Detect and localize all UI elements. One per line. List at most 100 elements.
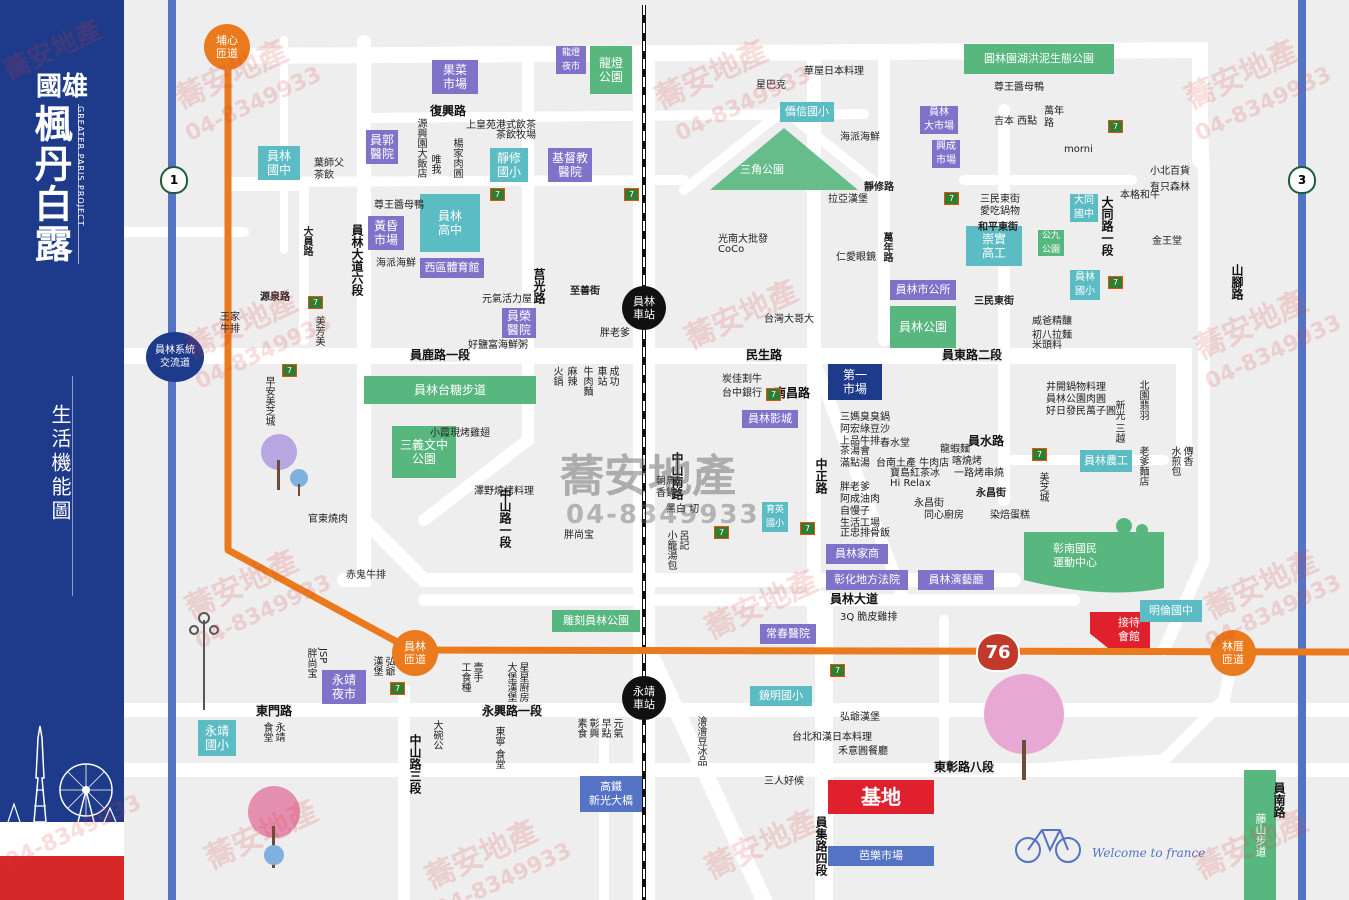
poi-label: 北園翡羽 <box>1137 380 1148 420</box>
poi-label: 仁愛眼鏡 <box>836 252 876 263</box>
poi-label: 台北和漢日本料理 <box>792 732 872 743</box>
poi-label: 愛吃鍋物 <box>980 206 1020 217</box>
poi-label: 源興園大飯店 <box>415 118 426 178</box>
eiffel-tower-icon <box>7 725 117 823</box>
yongjing-elementary[interactable]: 永靖 國小 <box>198 720 236 756</box>
poi-label: 永靖 食堂 <box>261 722 284 742</box>
yuying-elementary[interactable]: 育英 國小 <box>762 502 788 532</box>
changchun-hospital[interactable]: 常春醫院 <box>760 624 816 644</box>
xingcheng-market[interactable]: 興成 市場 <box>932 140 960 168</box>
linchuo-interchange[interactable]: 林厝 匝道 <box>1210 630 1256 676</box>
first-market[interactable]: 第一 市場 <box>828 364 882 400</box>
seven-eleven-icon: 7 <box>766 388 781 401</box>
changhua-court[interactable]: 彰化地方法院 <box>826 570 908 590</box>
datong-junior[interactable]: 大同 國中 <box>1070 194 1098 222</box>
yuanlin-park[interactable]: 員林公園 <box>890 306 956 348</box>
yuanlin-agri-high[interactable]: 員林農工 <box>1080 450 1132 472</box>
poi-label: 楊家肉圓 <box>451 138 462 178</box>
poi-label: 萬年 路 <box>1044 106 1064 129</box>
poi-label: morni <box>1064 144 1093 155</box>
park-9[interactable]: 公九 公園 <box>1038 230 1064 256</box>
road-datong-1: 大同路一段 <box>1100 196 1114 256</box>
poi-label: CoCo <box>718 244 745 255</box>
poi-label: 美芝城 <box>1037 472 1048 502</box>
poi-label: 拉亞漢堡 <box>828 194 868 205</box>
seven-eleven-icon: 7 <box>800 522 815 535</box>
yongjing-night-market[interactable]: 永靖 夜市 <box>322 670 366 704</box>
poi-label: Hi Relax <box>890 478 931 489</box>
yuanlin-junior-high[interactable]: 員林 國中 <box>258 146 300 180</box>
poi-label: 元氣活力屋 <box>482 294 532 305</box>
yuanlin-big-market[interactable]: 員林 大市場 <box>920 106 958 134</box>
subtitle: 生活機能圖 <box>48 404 72 524</box>
road-heping-east: 和平東街 <box>978 222 1018 233</box>
city-office[interactable]: 員林市公所 <box>890 280 956 300</box>
road-yuanlin-blvd: 員林大道 <box>830 592 879 606</box>
yuanrong-hospital[interactable]: 員榮 醫院 <box>502 308 536 338</box>
christian-hospital[interactable]: 基督教 醫院 <box>548 148 592 182</box>
yuanlin-performance-hall[interactable]: 員林演藝廳 <box>918 570 994 590</box>
poi-label: 壹手 工食種 <box>459 662 482 692</box>
poi-label: 威爸精釀 <box>1032 316 1072 327</box>
poi-label: 炭佳割牛 <box>722 374 762 385</box>
poi-label: 三媽臭臭鍋 <box>840 412 890 423</box>
yuanlin-station[interactable]: 員林 車站 <box>622 286 666 330</box>
road-yuanji-4: 員集路四段 <box>814 816 828 876</box>
longdeng-night-market[interactable]: 龍燈 夜市 <box>556 46 586 74</box>
route-1-number: 1 <box>169 173 179 187</box>
poi-label: 弘爺漢堡 <box>840 712 880 723</box>
road-dongzhang-8: 東彰路八段 <box>934 760 995 774</box>
poi-label: 官東燒肉 <box>308 514 348 525</box>
puxin-interchange[interactable]: 埔心 匝道 <box>204 24 250 70</box>
poi-label: 阿宏綠豆沙 <box>840 424 890 435</box>
seven-eleven-icon: 7 <box>1032 448 1047 461</box>
yuanlin-system-interchange[interactable]: 員林系統 交流道 <box>146 332 204 382</box>
minglun-junior[interactable]: 明倫國中 <box>1140 600 1202 622</box>
yuanlin-elementary[interactable]: 員林 國小 <box>1070 270 1100 300</box>
eco-park[interactable]: 圓林園湖洪泥生態公園 <box>964 44 1114 74</box>
road-juguang: 莒光路 <box>532 268 546 304</box>
road-fuzhen-2: 海派海鮮 <box>840 132 880 143</box>
dusk-market[interactable]: 黃昏 市場 <box>368 216 404 250</box>
triangle-park[interactable]: 三角公園 <box>740 163 784 176</box>
yuanlin-interchange[interactable]: 員林 匝道 <box>392 630 438 676</box>
sculpture-park[interactable]: 雕刻員林公園 <box>552 610 640 632</box>
map-area: 1 3 76 埔心 匝道 員林系統 交流道 員林 匝道 林厝 匝道 員林 車站 … <box>124 0 1349 900</box>
zhangnan-sports-center[interactable]: 彰南國民 運動中心 <box>1053 542 1097 569</box>
road-yuanlu-1: 員鹿路一段 <box>410 348 471 362</box>
road-yongchang: 永昌街 <box>976 488 1006 499</box>
yongjing-station[interactable]: 永靖 車站 <box>622 676 666 720</box>
poi-label: 老爹麵店 <box>1137 446 1148 486</box>
chongshi-vocational[interactable]: 崇實 高工 <box>966 226 1022 266</box>
poi-label: 一路烤串燒 <box>954 468 1004 479</box>
sugar-rail-trail[interactable]: 員林台糖步道 <box>364 376 536 404</box>
route-3-badge: 3 <box>1288 166 1316 194</box>
poi-label: 吉本 西點 <box>994 116 1038 127</box>
road-dayuan: 大員路 <box>301 226 312 256</box>
tengshan-trail[interactable]: 藤山步道 <box>1244 770 1276 900</box>
longdeng-park[interactable]: 龍燈 公園 <box>590 46 632 94</box>
road-yuanshui: 員水路 <box>968 434 1005 448</box>
yuanguo-hospital[interactable]: 員郭 醫院 <box>366 130 398 164</box>
site-label[interactable]: 基地 <box>828 780 934 814</box>
yuanlin-high-school[interactable]: 員林 高中 <box>420 194 480 252</box>
yuanlin-cinema[interactable]: 員林影城 <box>742 410 798 428</box>
lamppost-icon <box>189 612 219 710</box>
sanyi-park[interactable]: 三義文中 公園 <box>392 426 456 478</box>
reception-label[interactable]: 接待 會館 <box>1118 616 1140 643</box>
jingxiu-elementary[interactable]: 靜修 國小 <box>490 148 528 182</box>
hsr-xinguang-bridge[interactable]: 高鐵 新光大橋 <box>580 776 642 812</box>
poi-label: 正忠排骨飯 <box>840 528 890 539</box>
poi-label: 寶島紅茶冰 <box>890 468 940 479</box>
route-76-badge: 76 <box>976 632 1020 672</box>
baile-market[interactable]: 芭樂市場 <box>828 846 934 866</box>
west-district-gym[interactable]: 西區體育館 <box>420 258 484 278</box>
fruit-market[interactable]: 果菜 市場 <box>432 60 478 94</box>
jingming-elementary[interactable]: 鏡明國小 <box>750 686 812 706</box>
yuanlin-vocational[interactable]: 員林家商 <box>826 544 888 564</box>
seven-eleven-icon: 7 <box>1108 276 1123 289</box>
qiaoxin-elementary[interactable]: 僑信國小 <box>780 102 834 122</box>
poi-label: 呂記 小籠湯包 <box>665 530 688 570</box>
road-network <box>124 0 1349 900</box>
